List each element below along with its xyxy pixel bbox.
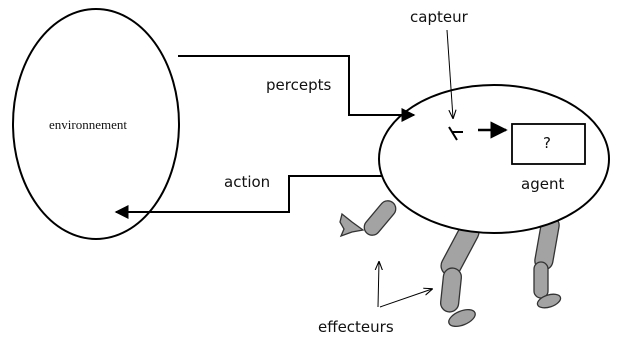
environment-label: environnement	[49, 117, 127, 132]
action-label: action	[224, 173, 271, 191]
effector-leg-right	[533, 215, 562, 309]
action-arrow	[114, 175, 382, 219]
sensor-icon	[448, 126, 463, 141]
percepts-label: percepts	[266, 76, 332, 94]
unknown-box-label: ?	[543, 134, 551, 152]
agent-ellipse	[378, 84, 610, 234]
effectors-pointer-arrow-2	[379, 289, 432, 308]
sensor-label: capteur	[410, 8, 468, 26]
environment-ellipse	[12, 8, 180, 240]
effectors-pointer-arrow-1	[378, 262, 379, 308]
percepts-arrow	[178, 55, 416, 122]
sensor-pointer-arrow	[446, 29, 453, 118]
effectors-label: effecteurs	[318, 318, 394, 336]
unknown-box	[511, 123, 586, 165]
agent-label: agent	[521, 175, 565, 193]
effector-leg-left	[439, 221, 480, 327]
effector-arm	[339, 200, 397, 238]
